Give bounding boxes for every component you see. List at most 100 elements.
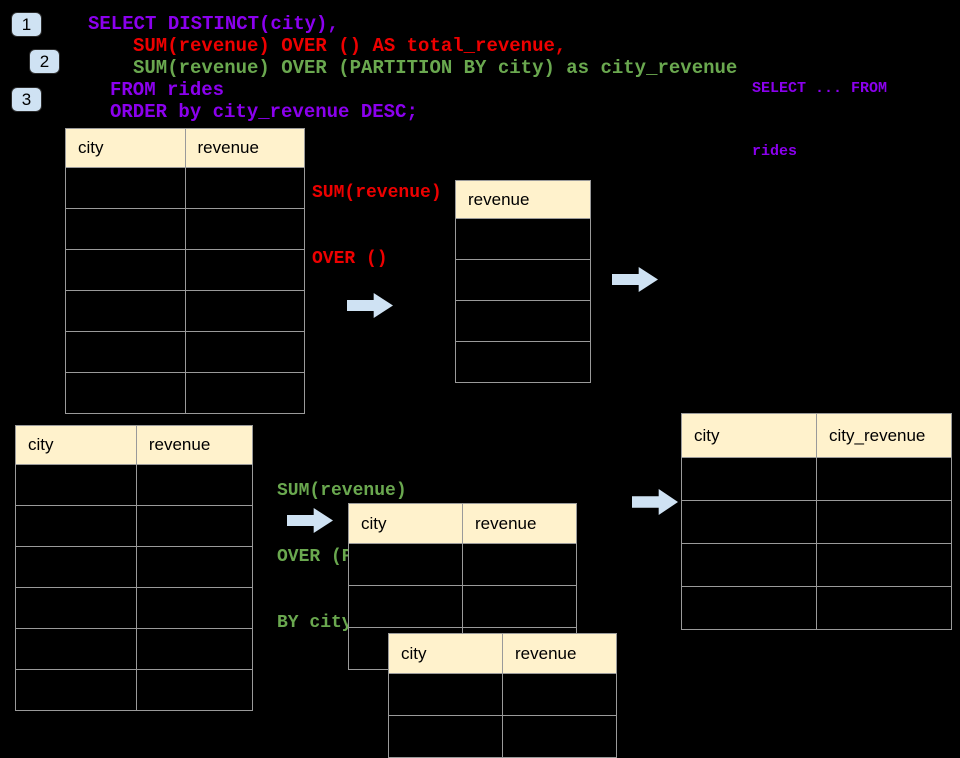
table-cell-empty [184, 372, 305, 414]
total-revenue-table: revenue [455, 180, 591, 383]
step-badge-1: 1 [11, 12, 42, 37]
source-table-top: city revenue [65, 128, 305, 414]
header-row: city revenue [15, 425, 254, 465]
table-row [15, 587, 254, 629]
table-row [681, 457, 952, 501]
column-header-city: city [681, 413, 817, 458]
arrow-right-icon [632, 489, 678, 515]
slide-canvas: { "colors": { "background": "#000000", "… [11, 12, 952, 758]
step-badge-1-label: 1 [21, 14, 32, 34]
sql-line-select: SELECT DISTINCT(city), [88, 13, 339, 35]
side-note-line2: rides [752, 143, 798, 160]
step-badge-2-label: 2 [39, 51, 50, 71]
table-cell-empty [65, 290, 186, 332]
column-header-city: city [15, 425, 137, 465]
column-header-revenue: revenue [135, 425, 254, 465]
side-note: SELECT ... FROM rides [752, 36, 887, 183]
step-badge-3: 3 [11, 87, 42, 112]
table-row [15, 464, 254, 506]
table-row [65, 208, 305, 250]
table-cell-empty [502, 673, 617, 716]
table-row [348, 543, 577, 586]
table-cell-empty [816, 543, 952, 587]
table-cell-empty [15, 628, 137, 670]
table-row [388, 673, 617, 716]
table-cell-empty [816, 586, 952, 630]
table-row [15, 546, 254, 588]
table-cell-empty [184, 331, 305, 373]
table-row [65, 331, 305, 373]
table-cell-empty [184, 167, 305, 209]
table-row [681, 500, 952, 544]
column-header-revenue: revenue [462, 503, 577, 544]
table-cell-empty [816, 500, 952, 544]
table-cell-empty [455, 341, 591, 383]
column-header-city-revenue: city_revenue [816, 413, 952, 458]
column-header-city: city [388, 633, 503, 674]
table-cell-empty [184, 290, 305, 332]
table-cell-empty [681, 457, 817, 501]
table-cell-empty [681, 543, 817, 587]
table-cell-empty [681, 586, 817, 630]
arrow-right-icon [347, 293, 393, 318]
table-cell-empty [65, 208, 186, 250]
table-row [681, 543, 952, 587]
table-row [455, 259, 591, 301]
arrow-right-icon [612, 267, 658, 292]
table-row [65, 290, 305, 332]
table-cell-empty [135, 669, 254, 711]
table-cell-empty [15, 587, 137, 629]
header-row: city revenue [388, 633, 617, 674]
table-cell-empty [681, 500, 817, 544]
step-badge-3-label: 3 [21, 89, 32, 109]
table-cell-empty [15, 505, 137, 547]
table-cell-empty [388, 715, 503, 758]
table-cell-empty [184, 208, 305, 250]
column-header-revenue: revenue [455, 180, 591, 219]
table-cell-empty [65, 331, 186, 373]
table-cell-empty [455, 218, 591, 260]
source-table-bottom: city revenue [15, 425, 254, 711]
header-row: city city_revenue [681, 413, 952, 458]
table-cell-empty [455, 300, 591, 342]
table-cell-empty [65, 372, 186, 414]
table-cell-empty [455, 259, 591, 301]
table-row [455, 341, 591, 383]
table-cell-empty [462, 543, 577, 586]
table-row [15, 628, 254, 670]
annotation-total-line2: OVER () [312, 249, 388, 269]
table-row [15, 505, 254, 547]
table-row [388, 715, 617, 758]
table-row [455, 300, 591, 342]
table-cell-empty [65, 167, 186, 209]
table-row [681, 586, 952, 630]
table-cell-empty [462, 585, 577, 628]
table-row [65, 372, 305, 414]
table-cell-empty [135, 464, 254, 506]
annotation-total-line1: SUM(revenue) [312, 183, 442, 203]
column-header-revenue: revenue [184, 128, 305, 168]
table-cell-empty [348, 585, 463, 628]
column-header-city: city [65, 128, 186, 168]
sql-line-total-window: SUM(revenue) OVER () AS total_revenue, [133, 35, 567, 57]
table-cell-empty [15, 546, 137, 588]
table-cell-empty [15, 464, 137, 506]
table-cell-empty [135, 628, 254, 670]
table-cell-empty [348, 543, 463, 586]
header-row: city revenue [348, 503, 577, 544]
column-header-revenue: revenue [502, 633, 617, 674]
sql-line-from: FROM rides [110, 79, 225, 101]
table-cell-empty [135, 587, 254, 629]
header-row: revenue [455, 180, 591, 219]
table-row [455, 218, 591, 260]
table-cell-empty [65, 249, 186, 291]
table-row [15, 669, 254, 711]
table-cell-empty [135, 546, 254, 588]
annotation-partition-line1: SUM(revenue) [277, 481, 407, 501]
table-cell-empty [184, 249, 305, 291]
side-note-line1: SELECT ... FROM [752, 80, 888, 97]
table-row [65, 167, 305, 209]
sql-line-partition-window: SUM(revenue) OVER (PARTITION BY city) as… [133, 57, 738, 79]
partition-table-front: city revenue [388, 633, 617, 758]
header-row: city revenue [65, 128, 305, 168]
